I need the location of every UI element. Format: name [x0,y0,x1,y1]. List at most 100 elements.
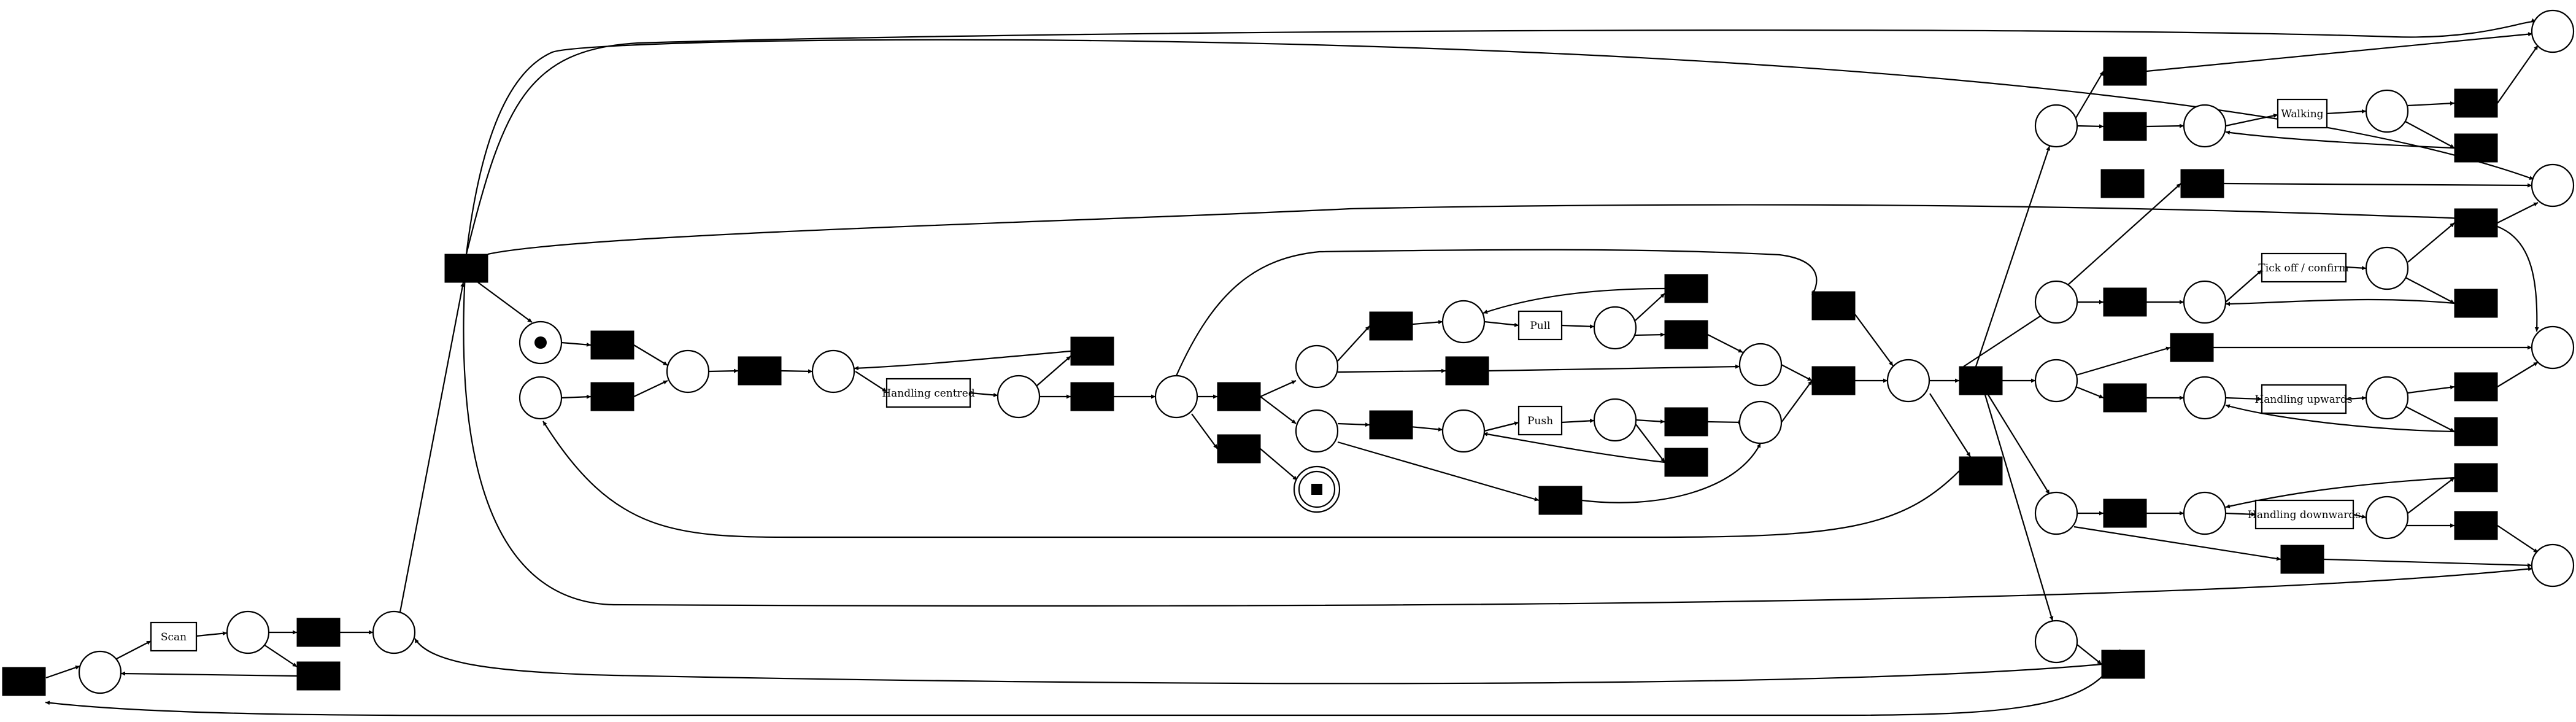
arc [1337,422,1370,427]
place [2034,104,2078,148]
places [78,9,2575,694]
place [1886,359,1930,403]
silent-transition [1369,311,1413,341]
silent-transition [2454,372,2498,402]
place [1738,400,1783,444]
silent-transition [1959,366,2003,395]
arcs [45,18,2539,716]
transition-tick-off-confirm: Tick off / confirm [2258,252,2349,283]
place [1154,375,1198,419]
transition-label: Tick off / confirm [2258,262,2348,274]
arc [196,631,228,637]
place [2365,89,2409,133]
arc [1337,441,1540,502]
arc [2497,525,2539,553]
arc [1175,249,1818,376]
transition-handling-centred: Handling centred [882,378,975,408]
transition-push: Push [1517,405,1563,436]
place [2531,163,2575,208]
place [2183,491,2227,535]
transition-label: Handling centred [882,387,974,400]
silent-transition [296,661,341,691]
arc [1854,314,1894,367]
arc [1337,368,1446,373]
silent-transitions [2,56,2498,696]
silent-transition [444,254,488,283]
place [2034,619,2078,664]
place [2034,491,2078,535]
arc [542,421,1960,538]
arc [2497,45,2539,104]
place [2365,376,2409,420]
silent-transition [1664,448,1708,477]
arc [2326,109,2367,115]
arc [2225,130,2455,149]
silent-transition [2103,56,2147,86]
arc [1484,320,1519,327]
arc [1484,421,1519,432]
place [1295,409,1339,453]
arc [2497,202,2539,223]
silent-transition [590,382,634,411]
transition-pull: Pull [1517,310,1563,341]
silent-transition [1538,486,1583,515]
arc [2407,385,2455,394]
silent-transition [2103,383,2147,413]
silent-transition [2280,545,2324,574]
place [2365,495,2409,540]
silent-transition [2180,169,2224,198]
transition-label: Walking [2281,108,2323,120]
place [1441,409,1486,453]
place [2531,9,2575,53]
silent-transition [2454,88,2498,118]
silent-transition [2103,499,2147,528]
place [226,610,270,654]
arc [1635,419,1665,424]
arc [2067,183,2181,285]
silent-transition [590,330,634,360]
place [1738,343,1783,387]
place [2531,325,2575,370]
arc [2345,395,2367,400]
silent-transition [1664,320,1708,349]
arc [1483,287,1665,314]
transition-handling-downwards: Handling downwards [2248,499,2361,530]
arc [1781,380,1813,423]
silent-transition [1664,407,1708,437]
arc [2405,121,2455,149]
silent-transition [1445,356,1489,386]
arc [2225,476,2455,508]
arc [1561,418,1595,424]
place [2034,280,2078,324]
place [1593,398,1637,442]
arc [2323,558,2532,568]
arc [463,254,2533,607]
arc [1635,423,1665,463]
arc [2497,362,2539,387]
arc [2073,526,2281,561]
arc [1483,432,1665,464]
arc [120,671,298,677]
arc [1260,448,1298,481]
transition-handling-upwards: Handling upwards [2254,384,2353,414]
silent-transition [1664,274,1708,303]
place [997,375,1041,419]
arc [2405,277,2455,304]
transition-label: Push [1527,415,1553,427]
place [2365,246,2409,290]
arc [2225,270,2262,303]
arc [2146,32,2533,72]
arc [2223,182,2532,188]
place [2183,280,2227,324]
silent-transition [2170,333,2214,362]
arc [561,394,592,399]
arc [1260,396,1297,424]
final-marking-icon [1311,484,1322,495]
silent-transition [1217,382,1261,411]
silent-transition [2454,208,2498,238]
place [78,650,122,694]
arc [970,392,998,397]
arc [633,344,668,366]
arc [465,39,2534,255]
silent-transition [1070,336,1114,366]
